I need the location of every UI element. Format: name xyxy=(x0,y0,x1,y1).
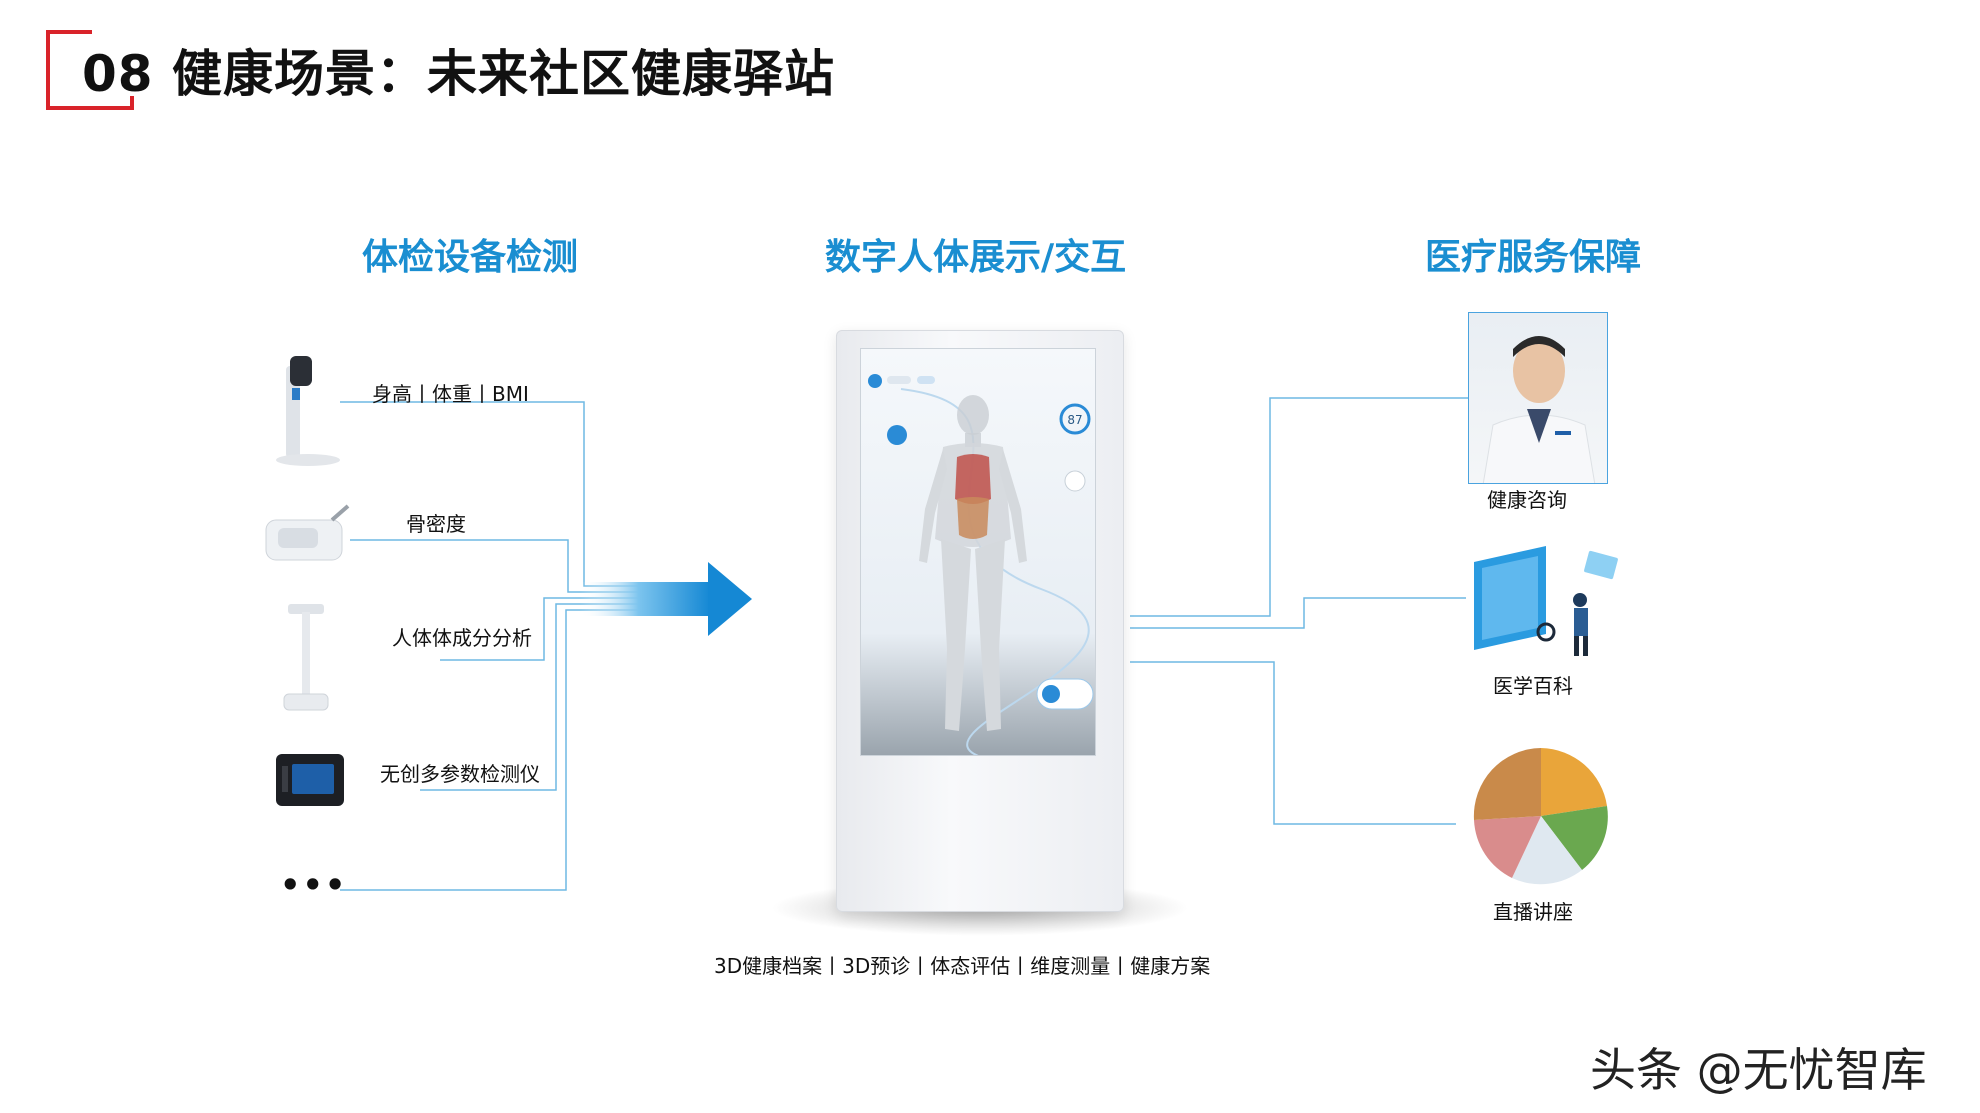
page-title: 08 健康场景：未来社区健康驿站 xyxy=(82,45,835,103)
device-label-bone-density: 骨密度 xyxy=(406,512,466,536)
service-label-consultation: 健康咨询 xyxy=(1487,488,1567,512)
watermark: 头条 @无忧智库 xyxy=(1590,1043,1927,1097)
height-scale-icon xyxy=(276,356,340,466)
svg-text:87: 87 xyxy=(1067,413,1082,427)
center-section-heading: 数字人体展示/交互 xyxy=(825,237,1127,278)
device-label-multi-parameter: 无创多参数检测仪 xyxy=(380,762,540,786)
doctor-photo-icon xyxy=(1468,312,1608,484)
bone-density-device-icon xyxy=(265,504,350,561)
kiosk-screen: 87 xyxy=(860,348,1096,756)
flow-arrow-shaft xyxy=(580,582,710,616)
human-body-model-icon: 87 xyxy=(868,374,1094,755)
nutrition-plate-icon xyxy=(1473,748,1608,885)
medical-encyclopedia-icon xyxy=(1474,546,1618,656)
body-composition-analyzer-icon xyxy=(283,604,329,711)
kiosk-feature-caption: 3D健康档案丨3D预诊丨体态评估丨维度测量丨健康方案 xyxy=(714,954,1211,978)
device-label-body-composition: 人体体成分分析 xyxy=(392,626,532,650)
device-label-height-weight: 身高丨体重丨BMI xyxy=(372,382,529,406)
service-label-encyclopedia: 医学百科 xyxy=(1493,674,1573,698)
flow-arrow-head xyxy=(708,562,752,636)
digital-human-kiosk: 87 xyxy=(836,330,1124,912)
multi-parameter-monitor-icon xyxy=(276,754,344,806)
service-label-live-lecture: 直播讲座 xyxy=(1493,900,1573,924)
right-section-heading: 医疗服务保障 xyxy=(1425,237,1642,278)
left-section-heading: 体检设备检测 xyxy=(362,237,579,278)
more-dots-icon: ••• xyxy=(280,866,348,904)
title-frame-decoration xyxy=(46,30,134,110)
